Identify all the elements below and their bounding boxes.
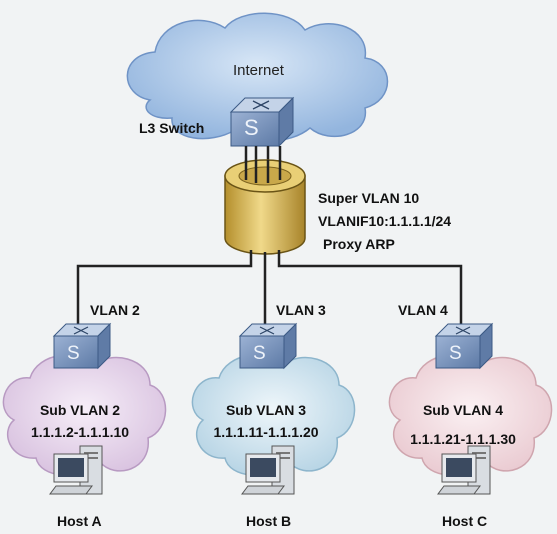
access-switch-3-icon bbox=[238, 322, 298, 370]
cylinder-ports bbox=[244, 160, 282, 183]
sub-vlan-2-range: 1.1.1.2-1.1.1.10 bbox=[30, 424, 130, 440]
host-a-computer-icon bbox=[49, 445, 103, 495]
proxy-arp-label: Proxy ARP bbox=[323, 236, 395, 252]
access-switch-4-glyph: S bbox=[449, 343, 462, 364]
sub-vlan-4-cloud bbox=[388, 353, 553, 476]
host-b-computer-icon bbox=[241, 445, 295, 495]
internet-cloud bbox=[126, 12, 389, 142]
host-a-label: Host A bbox=[57, 513, 102, 529]
host-c-computer-icon bbox=[437, 445, 491, 495]
vlan-2-label: VLAN 2 bbox=[90, 302, 140, 318]
super-vlan-cylinder bbox=[224, 159, 306, 255]
internet-label: Internet bbox=[233, 62, 284, 79]
access-switch-2-glyph: S bbox=[67, 343, 80, 364]
sub-vlan-4-range: 1.1.1.21-1.1.1.30 bbox=[410, 431, 516, 447]
vlanif-label: VLANIF10:1.1.1.1/24 bbox=[318, 213, 452, 229]
sub-vlan-3-label: Sub VLAN 3 bbox=[225, 402, 307, 418]
sub-vlan-4-label: Sub VLAN 4 bbox=[422, 402, 504, 418]
vlan-3-label: VLAN 3 bbox=[276, 302, 326, 318]
host-b-label: Host B bbox=[246, 513, 292, 529]
host-c-label: Host C bbox=[442, 513, 488, 529]
sub-vlan-3-cloud bbox=[191, 353, 356, 476]
downlink-lines bbox=[76, 250, 463, 330]
vlan-4-label: VLAN 4 bbox=[398, 302, 448, 318]
l3-switch-icon bbox=[229, 96, 295, 148]
sub-vlan-2-label: Sub VLAN 2 bbox=[39, 402, 121, 418]
sub-vlan-2-cloud bbox=[2, 353, 167, 476]
l3-switch-label: L3 Switch bbox=[139, 120, 205, 136]
access-switch-4-icon bbox=[434, 322, 494, 370]
access-switch-2-icon bbox=[52, 322, 112, 370]
l3-switch-glyph: S bbox=[244, 115, 259, 140]
sub-vlan-3-range: 1.1.1.11-1.1.1.20 bbox=[213, 424, 319, 440]
super-vlan-label: Super VLAN 10 bbox=[318, 190, 420, 206]
access-switch-3-glyph: S bbox=[253, 343, 266, 364]
